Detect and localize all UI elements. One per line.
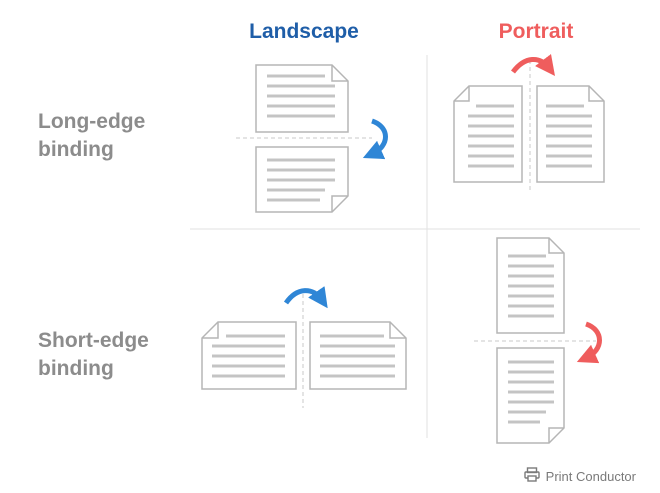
page-icon: [496, 237, 565, 334]
flip-arrow-icon: [283, 286, 328, 309]
column-heading-portrait: Portrait: [498, 20, 574, 43]
row-label-short-edge-line2: binding: [38, 357, 114, 380]
flip-arrow-icon: [576, 321, 602, 364]
page-icon: [496, 347, 565, 444]
page-icon: [453, 85, 523, 183]
flip-arrow-icon: [362, 118, 388, 160]
portrait-long-edge-illustration: [453, 53, 605, 192]
page-icon: [536, 85, 605, 183]
row-label-short-edge: Short-edge binding: [38, 327, 149, 383]
row-label-short-edge-line1: Short-edge: [38, 329, 149, 352]
portrait-short-edge-illustration: [474, 237, 602, 444]
row-label-long-edge: Long-edge binding: [38, 108, 145, 164]
page-icon: [255, 146, 349, 213]
column-heading-landscape: Landscape: [249, 20, 359, 43]
landscape-long-edge-illustration: [236, 64, 388, 213]
row-label-long-edge-line1: Long-edge: [38, 110, 146, 133]
page-icon: [255, 64, 349, 133]
page-icon: [201, 321, 297, 390]
brand-footer: Print Conductor: [523, 467, 636, 485]
printer-icon: [523, 467, 540, 485]
page-icon: [309, 321, 407, 390]
brand-name: Print Conductor: [545, 468, 636, 484]
row-label-long-edge-line2: binding: [38, 138, 114, 161]
flip-arrow-icon: [511, 53, 556, 76]
landscape-short-edge-illustration: [201, 286, 407, 408]
